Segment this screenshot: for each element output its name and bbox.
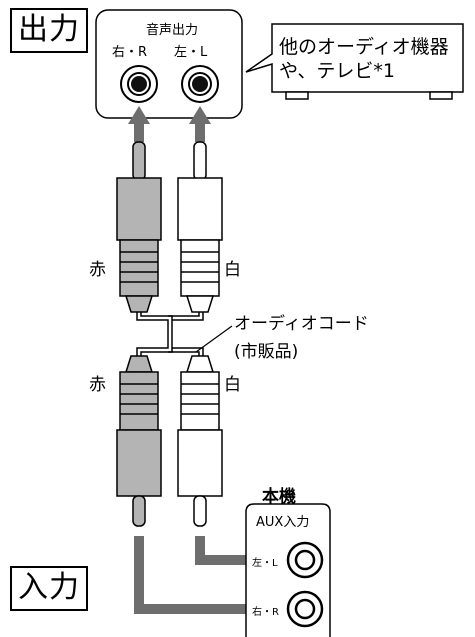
input-label: 入力 [10,566,88,611]
unit-title: 本機 [262,487,296,507]
audio-cord-wires [136,312,204,356]
lower-white-plug [177,355,223,527]
unit-left-jack-label: 左・L [252,558,278,569]
source-right-jack-label: 右・R [112,45,148,60]
source-right-jack [120,65,158,103]
white-label-lower: 白 [224,375,241,395]
unit-panel-title: AUX入力 [256,515,310,530]
source-device-name-line2: や、テレビ*1 [279,60,396,82]
device-foot-right [429,91,453,100]
source-device-callout [245,23,464,93]
source-device-name-line1: 他のオーディオ機器 [279,36,449,58]
cord-note: (市販品) [234,342,299,362]
cord-name: オーディオコード [234,314,369,334]
unit-right-jack [286,590,324,628]
source-panel-title: 音声出力 [146,23,199,38]
upper-red-plug [116,141,162,313]
red-label-upper: 赤 [89,260,106,280]
arrow-up-red [128,106,150,142]
source-left-jack [181,65,219,103]
red-label-lower: 赤 [89,375,106,395]
lower-red-plug [116,355,162,527]
cord-label-leader [195,325,233,353]
arrow-up-white [189,106,211,142]
unit-left-jack [286,541,324,579]
upper-white-plug [177,141,223,313]
unit-right-jack-label: 右・R [252,607,279,618]
white-label-upper: 白 [224,260,241,280]
output-label: 出力 [10,8,88,53]
source-left-jack-label: 左・L [174,45,208,60]
device-foot-left [285,91,309,100]
